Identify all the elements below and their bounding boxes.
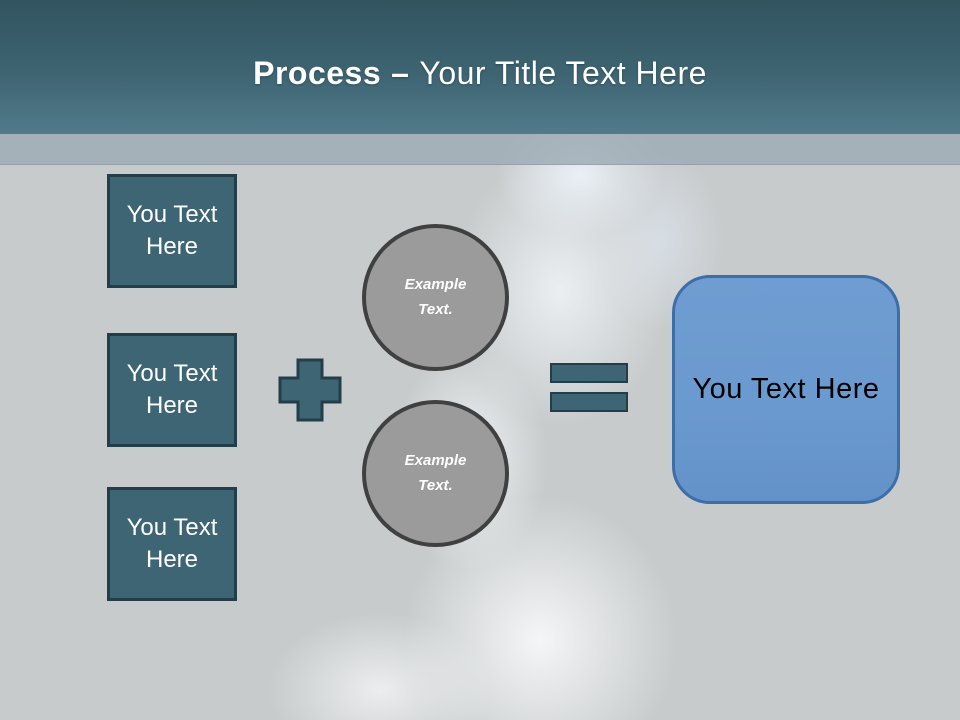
process-text-box-3[interactable]: You Text Here: [107, 487, 237, 601]
equals-bar-top: [550, 363, 628, 383]
plus-icon-svg: [278, 358, 342, 422]
result-text-box-label: You Text Here: [692, 373, 880, 405]
example-circle-1-label: Example Text.: [404, 275, 467, 318]
title-separator: –: [391, 54, 410, 91]
example-circle-1[interactable]: Example Text.: [362, 224, 509, 371]
process-text-box-2[interactable]: You Text Here: [107, 333, 237, 447]
process-text-box-3-label: You Text Here: [126, 514, 218, 573]
process-text-box-1[interactable]: You Text Here: [107, 174, 237, 288]
equals-icon: [550, 363, 628, 413]
slide-title: Process–Your Title Text Here: [253, 55, 707, 92]
example-circle-2-label: Example Text.: [404, 451, 467, 494]
example-circle-2[interactable]: Example Text.: [362, 400, 509, 547]
title-bold-text: Process: [253, 54, 382, 91]
plus-icon: [278, 358, 342, 422]
header-subband: [0, 134, 960, 165]
process-text-box-2-label: You Text Here: [126, 360, 218, 419]
result-text-box[interactable]: You Text Here: [672, 275, 900, 504]
slide-header: Process–Your Title Text Here: [0, 0, 960, 134]
equals-bar-bottom: [550, 392, 628, 412]
title-regular-text: Your Title Text Here: [419, 54, 707, 91]
process-text-box-1-label: You Text Here: [126, 201, 218, 260]
